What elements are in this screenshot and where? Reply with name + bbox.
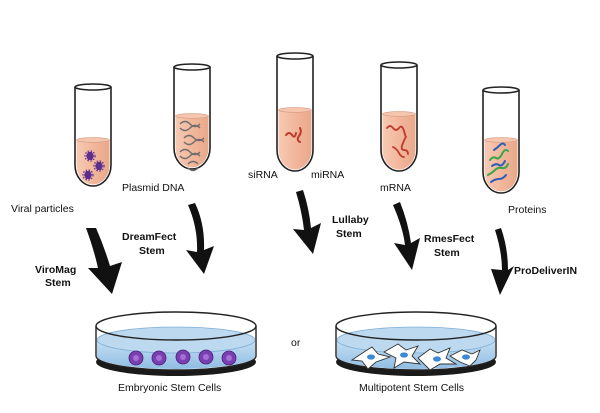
protein-chain-icon	[487, 142, 509, 183]
reagent-prodeliverin: ProDeliverIN	[514, 265, 577, 277]
viral-particles-label: Viral particles	[11, 203, 74, 215]
tube-proteins	[482, 86, 520, 194]
mrna-strand-icon	[386, 125, 409, 158]
arrow-prodeliverin	[491, 228, 514, 295]
embryonic-stem-cells-label: Embryonic Stem Cells	[118, 382, 221, 394]
round-purple-cell-icon	[128, 349, 237, 366]
arrow-rmesfect	[393, 202, 420, 270]
reagent-viromag-line1: ViroMag	[35, 264, 76, 276]
multipotent-stem-cells-label: Multipotent Stem Cells	[359, 382, 464, 394]
or-connector: or	[291, 337, 301, 349]
proteins-label: Proteins	[508, 204, 547, 216]
mirna-label: miRNA	[311, 169, 344, 181]
reagent-rmesfect-line2: Stem	[434, 247, 460, 259]
plasmid-dna-label: Plasmid DNA	[122, 182, 184, 194]
reagent-viromag-line2: Stem	[45, 277, 71, 289]
tube-viral-particles	[74, 83, 112, 187]
arrow-viromag	[86, 228, 122, 294]
dish-embryonic	[95, 311, 257, 376]
reagent-dreamfect-line1: DreamFect	[122, 231, 177, 243]
reagent-rmesfect-line1: RmesFect	[424, 233, 475, 245]
reagent-lullaby-line1: Lullaby	[332, 214, 369, 226]
virus-particle-icon	[82, 150, 105, 181]
mrna-label: mRNA	[380, 182, 411, 194]
dna-double-helix-icon	[179, 120, 205, 172]
spindle-cell-icon	[350, 343, 481, 371]
reagent-dreamfect-line2: Stem	[139, 245, 165, 257]
dish-multipotent	[335, 311, 497, 376]
arrow-lullaby	[293, 190, 321, 254]
small-rna-icon	[285, 127, 302, 143]
tube-plasmid-dna	[173, 63, 211, 172]
tube-sirna-mirna	[276, 52, 314, 172]
reagent-lullaby-line2: Stem	[336, 228, 362, 240]
sirna-label: siRNA	[248, 169, 278, 181]
tube-mrna	[380, 61, 418, 172]
arrow-dreamfect	[186, 203, 214, 274]
